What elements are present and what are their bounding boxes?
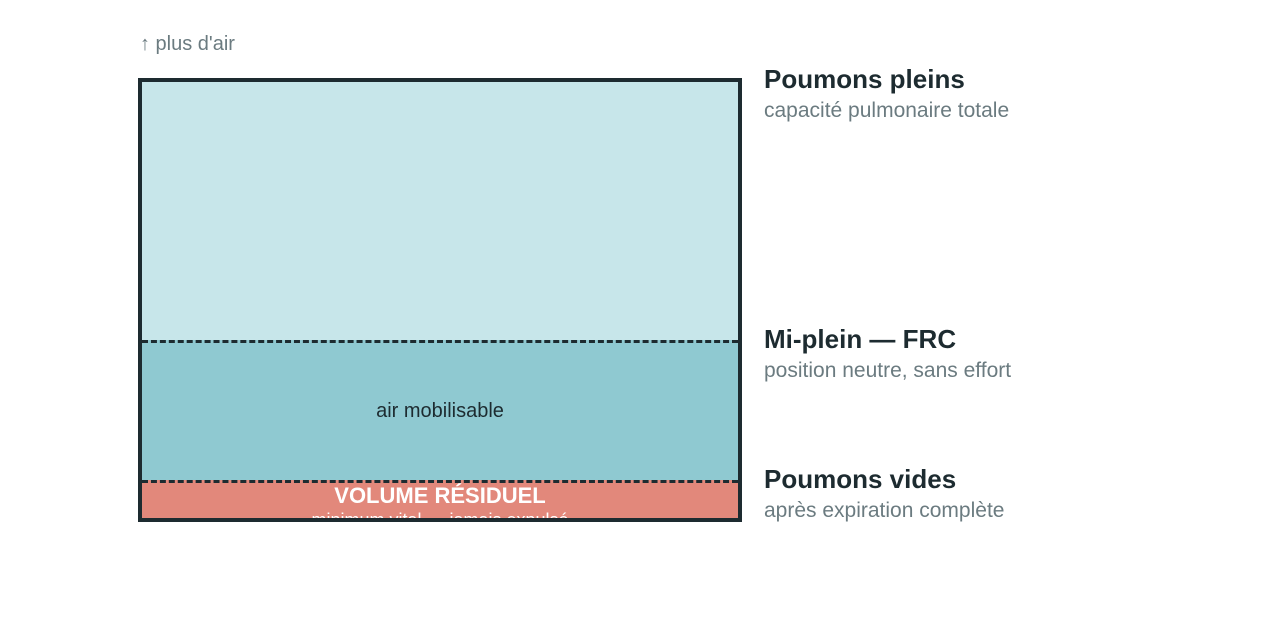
level-full-subtitle: capacité pulmonaire totale bbox=[764, 99, 1010, 122]
level-frc: Mi-plein — FRC position neutre, sans eff… bbox=[764, 324, 1011, 384]
residual-volume-zone: VOLUME RÉSIDUEL minimum vital — jamais e… bbox=[142, 480, 738, 522]
lung-volume-box: air mobilisable VOLUME RÉSIDUEL minimum … bbox=[138, 78, 742, 522]
level-empty-title: Poumons vides bbox=[764, 464, 957, 494]
mobilisable-air-zone: air mobilisable bbox=[142, 340, 738, 480]
level-frc-title: Mi-plein — FRC bbox=[764, 324, 957, 354]
level-full-title: Poumons pleins bbox=[764, 64, 965, 94]
level-empty-subtitle: après expiration complète bbox=[764, 499, 1005, 522]
inspiratory-reserve-zone bbox=[142, 82, 738, 340]
level-empty-lungs: Poumons vides après expiration complète bbox=[764, 464, 1004, 524]
residual-volume-subtitle: minimum vital — jamais expulsé bbox=[311, 510, 569, 522]
more-air-hint: ↑ plus d'air bbox=[140, 33, 235, 55]
residual-volume-title: VOLUME RÉSIDUEL bbox=[334, 483, 546, 508]
level-full-lungs: Poumons pleins capacité pulmonaire total… bbox=[764, 64, 1009, 124]
mobilisable-air-label: air mobilisable bbox=[376, 400, 504, 422]
level-frc-subtitle: position neutre, sans effort bbox=[764, 359, 1012, 382]
